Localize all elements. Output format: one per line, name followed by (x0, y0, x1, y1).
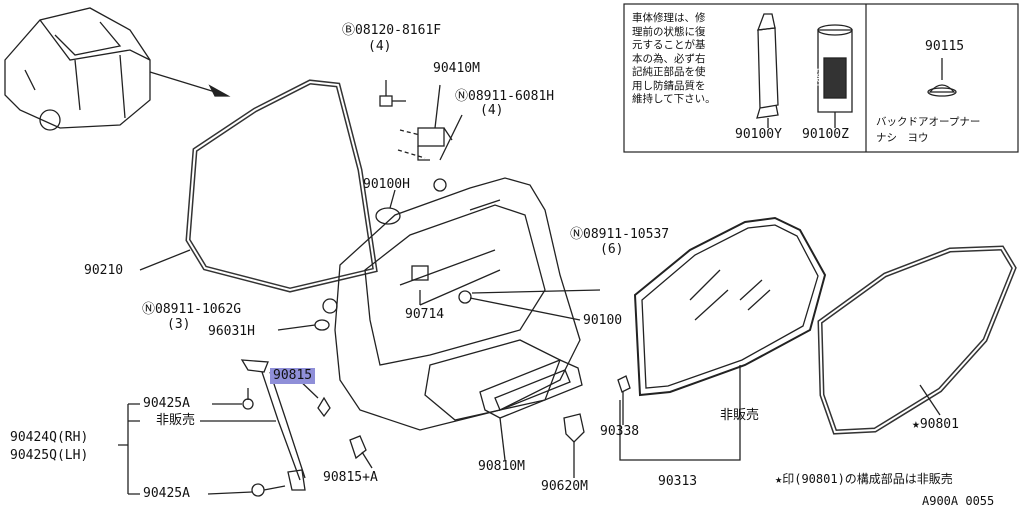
part-90424Q-label: 90424Q(RH) (10, 430, 89, 445)
part-90810M-label: 90810M (478, 459, 525, 474)
repair-note: 車体修理は、修 理前の状態に復 元することが基 本の為、必ず右 記純正部品を使 … (632, 12, 716, 105)
leader-90100H (389, 189, 396, 209)
bracket-90714 (411, 265, 429, 281)
part-90115-desc-1: バックドアオープナー (876, 116, 981, 128)
part-90410M-label: 90410M (433, 61, 480, 76)
spray-can-text: EQDT (815, 68, 824, 88)
sealant-tube-icon (756, 27, 779, 119)
not-for-sale-left-label: 非販売 (156, 413, 196, 428)
finisher-90810M (479, 359, 583, 419)
fastener-90338 (617, 375, 631, 393)
bolt-08120-label: Ⓑ08120-8161F (342, 23, 442, 38)
weatherstrip-90210-inner (186, 80, 377, 292)
leader-90801 (919, 384, 941, 416)
part-90100Y-label: 90100Y (735, 127, 782, 142)
footnote: ★印(90801)の構成部品は非販売 (775, 472, 953, 486)
bolt-90425A-top (242, 398, 254, 410)
car-thumbnail (4, 7, 151, 131)
leader-nut-10537 (471, 289, 601, 294)
leader-96031H (277, 324, 316, 331)
leader-90313 (619, 365, 741, 461)
part-90313-label: 90313 (658, 474, 698, 489)
diagram-code: A900A 0055 (922, 494, 995, 508)
leader-90425A-bottom (207, 491, 253, 495)
leader-nut-6081H (439, 114, 463, 161)
spray-can-label (823, 57, 847, 99)
part-90620M-label: 90620M (541, 479, 588, 494)
not-for-sale-right-label: 非販売 (720, 408, 760, 423)
sealant-tube-cap (757, 13, 776, 31)
bolt-08120 (379, 95, 393, 107)
part-90425A-top-label: 90425A (143, 396, 190, 411)
leader-90815A (361, 451, 373, 469)
cylinder-90620M (563, 413, 585, 443)
bumper-90815A (349, 435, 367, 460)
leader-90210 (139, 249, 191, 271)
back-glass-90313-inner (641, 224, 819, 389)
part-90100-label: 90100 (583, 313, 623, 328)
part-90815-label[interactable]: 90815 (270, 368, 316, 384)
part-90115-label: 90115 (925, 39, 965, 54)
nut-10537-label: Ⓝ08911-10537 (570, 227, 670, 242)
plug-90100H (375, 207, 401, 225)
back-glass-90313 (633, 216, 827, 397)
part-90115-desc-2: ナシ ヨウ (876, 132, 929, 144)
part-90801-label: ★90801 (912, 417, 959, 432)
part-90100H-label: 90100H (363, 177, 410, 192)
glass-reflection-lines (689, 269, 771, 321)
leader-90810M (499, 417, 506, 461)
bolt-90425A-bottom-shank (263, 485, 286, 491)
leader-90410M (434, 84, 441, 129)
nut-6081H-label: Ⓝ08911-6081H (455, 89, 555, 104)
bracket-90424Q (118, 403, 140, 495)
molding-90801-inner (818, 246, 1016, 434)
spray-can-icon (817, 29, 853, 113)
part-90425Q-label: 90425Q(LH) (10, 448, 89, 463)
view-arrow-head (208, 84, 231, 97)
nut-08911-6081H (433, 178, 447, 192)
hinge-90410M (417, 127, 445, 147)
part-90338-label: 90338 (600, 424, 640, 439)
leader-90100 (469, 297, 581, 321)
grommet-90100 (458, 290, 472, 304)
bolt-90425A-bottom (251, 483, 265, 497)
part-96031H-label: 96031H (208, 324, 255, 339)
part-90100Z-label: 90100Z (802, 127, 849, 142)
hinge-bracket (417, 127, 453, 161)
nut-08911-1062G (322, 298, 338, 314)
hinge-guide-lines (397, 129, 426, 159)
spray-can-top (817, 24, 853, 36)
cap-90115-base (927, 87, 957, 97)
nut-10537-qty: (6) (600, 242, 624, 257)
inset-box (623, 3, 1019, 153)
clip-96031H (314, 319, 330, 331)
part-90210-label: 90210 (84, 263, 124, 278)
finisher-90810M-inner (494, 369, 571, 411)
part-90425A-bottom-label: 90425A (143, 486, 190, 501)
nut-6081H-qty: (4) (480, 103, 504, 118)
bumper-90815 (317, 396, 331, 418)
stay-damper-90424Q (240, 359, 306, 491)
nut-1062G-qty: (3) (167, 317, 191, 332)
part-90815A-label: 90815+A (323, 470, 378, 485)
nut-1062G-label: Ⓝ08911-1062G (142, 302, 242, 317)
part-90714-label: 90714 (405, 307, 445, 322)
bolt-08120-qty: (4) (368, 39, 392, 54)
